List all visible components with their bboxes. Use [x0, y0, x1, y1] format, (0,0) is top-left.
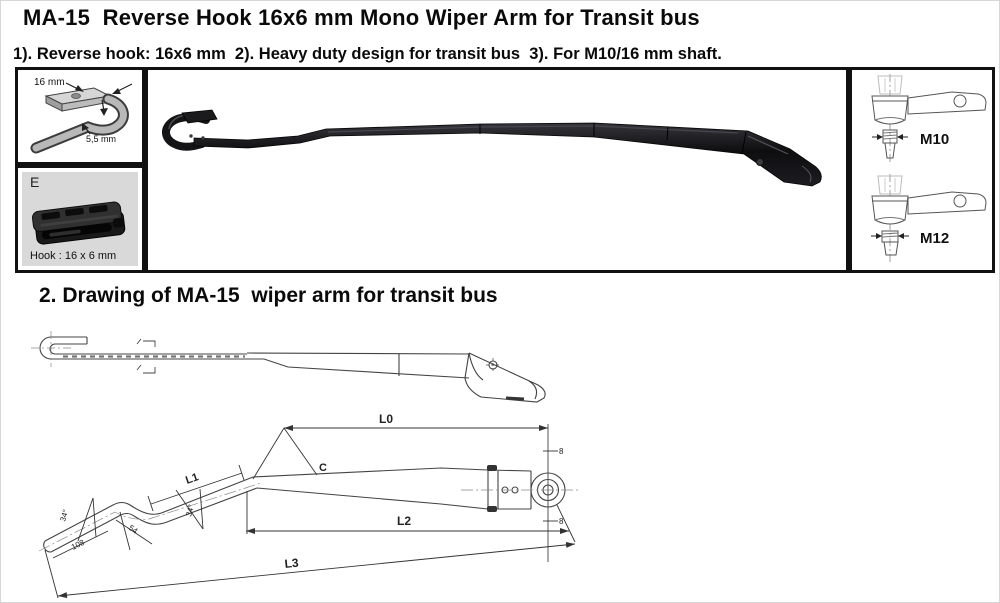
panel-hook-dimensions: 16 mm 5,5 mm — [15, 67, 145, 165]
hook-width-label: 16 mm — [34, 77, 65, 88]
panel-arm-photo — [145, 67, 849, 273]
section2-heading: 2. Drawing of MA-15 wiper arm for transi… — [39, 284, 498, 307]
dim-c: C — [319, 462, 327, 474]
hook-photo-background: E Hook : 16 x 6 mm — [22, 172, 138, 266]
hook-adapter-image — [31, 201, 126, 245]
side-view-drawing — [31, 331, 546, 403]
shaft-m12-figure: M12 — [871, 174, 987, 264]
hook-dimension-figure: 16 mm 5,5 mm — [30, 77, 133, 154]
dim-l1: L1 — [184, 471, 200, 487]
technical-drawing: L0 C L1 L2 L3 34° 34° 54 108 8 8 — [31, 331, 579, 599]
page-title: MA-15 Reverse Hook 16x6 mm Mono Wiper Ar… — [23, 5, 700, 30]
panel-shaft-options: M10 M12 — [849, 67, 995, 273]
hook-photo-corner-label: E — [30, 174, 40, 190]
iso-view-drawing — [38, 424, 579, 562]
shaft-m10-figure: M10 — [871, 74, 987, 164]
dim-l3: L3 — [284, 556, 300, 571]
m10-label: M10 — [920, 131, 949, 148]
features-line: 1). Reverse hook: 16x6 mm 2). Heavy duty… — [13, 45, 722, 63]
dim-l0: L0 — [379, 412, 393, 426]
dimension-lines — [44, 425, 576, 599]
dim-108: 108 — [70, 538, 86, 552]
dim-8-bottom: 8 — [559, 517, 564, 526]
wiper-arm-photo — [162, 109, 822, 187]
dim-l2: L2 — [397, 514, 411, 528]
dim-8-top: 8 — [559, 447, 564, 456]
hook-thickness-label: 5,5 mm — [86, 134, 116, 144]
hook-photo-caption: Hook : 16 x 6 mm — [30, 250, 117, 262]
m12-label: M12 — [920, 230, 949, 247]
shaft-options-figure: M10 M12 — [871, 74, 987, 264]
panel-hook-photo: E Hook : 16 x 6 mm — [15, 165, 145, 273]
dim-angle-left: 34° — [58, 508, 70, 522]
dim-angle-right: 34° — [184, 503, 196, 517]
